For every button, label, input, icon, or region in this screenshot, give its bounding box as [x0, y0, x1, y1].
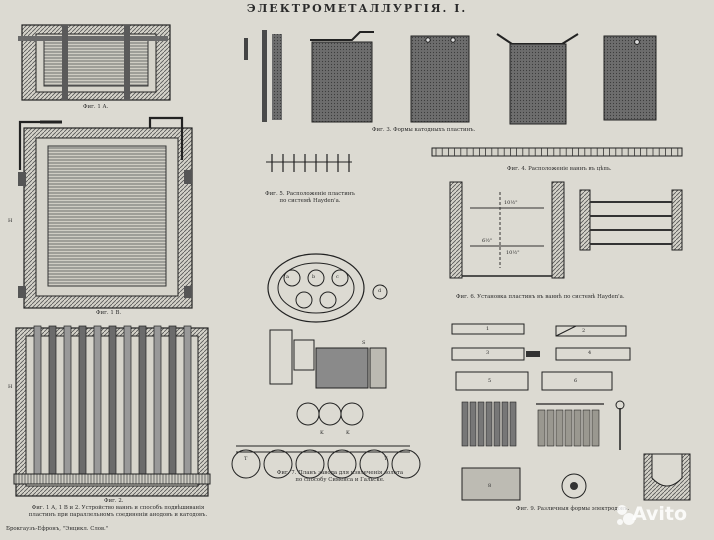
caption-fig12-line2: пластинъ при параллельномъ соединеніи ан…: [28, 512, 208, 518]
fig7-tank: [391, 449, 421, 479]
label-key-s: S: [362, 340, 366, 346]
fig3-drawing: [244, 30, 657, 125]
label-num-6: 6: [574, 378, 578, 384]
publisher-imprint: Брокгаузъ-Ефронъ, "Энцикл. Слов.": [6, 526, 109, 532]
label-num-8: 8: [488, 483, 492, 489]
fig2-plate: [33, 325, 42, 477]
fig6-drawing: [449, 181, 683, 279]
caption-fig4: Фиг. 4. Расположеніе ваннъ въ цѣпь.: [507, 166, 612, 172]
fig9-comb-tooth: [509, 401, 517, 447]
fig2-plate: [138, 325, 147, 477]
fig1a-drawing: [18, 24, 171, 101]
label-key-k1: K: [320, 430, 324, 436]
label-key-k2: K: [346, 430, 350, 436]
fig9-comb-tooth: [461, 401, 469, 447]
caption-fig5-line1: Фиг. 5. Расположеніе пластинъ: [265, 191, 355, 197]
fig2-plate: [168, 325, 177, 477]
fig9-comb-tooth: [537, 409, 546, 447]
fig7-drawing: [231, 253, 421, 479]
fig7-tank: [295, 449, 325, 479]
label-key-d: d: [378, 288, 382, 294]
watermark-text: Avito: [632, 503, 688, 525]
fig2-plate: [108, 325, 117, 477]
fig9-comb-tooth: [501, 401, 509, 447]
label-key-t1: T: [244, 456, 248, 462]
fig9-comb-tooth: [582, 409, 591, 447]
label-dim-3: 10½": [506, 250, 520, 256]
label-H-fig2: H: [8, 384, 13, 390]
caption-fig6: Фиг. 6. Установка пластинъ въ ваннѣ по с…: [456, 294, 625, 300]
fig9-comb-tooth: [546, 409, 555, 447]
fig9-comb-tooth: [469, 401, 477, 447]
fig9-comb-tooth: [477, 401, 485, 447]
fig9-comb-tooth: [555, 409, 564, 447]
fig2-drawing: [13, 325, 211, 497]
label-num-3: 3: [486, 350, 490, 356]
fig7-tank: [327, 449, 357, 479]
fig9-comb-tooth: [485, 401, 493, 447]
fig9-drawing: [451, 323, 691, 501]
label-dim-1: 10½": [504, 200, 518, 206]
label-num-1: 1: [486, 326, 490, 332]
label-num-5: 5: [488, 378, 492, 384]
caption-fig5-line2: по системѣ Hayden'a.: [279, 198, 341, 204]
fig2-plate: [93, 325, 102, 477]
label-key-a: a: [286, 274, 289, 280]
fig7-tank: [359, 449, 389, 479]
plate-title: ЭЛЕКТРОМЕТАЛЛУРГІЯ. I.: [246, 2, 468, 15]
fig9-comb-tooth: [564, 409, 573, 447]
fig7-tank: [231, 449, 261, 479]
fig2-plate: [123, 325, 132, 477]
fig2-plate: [153, 325, 162, 477]
caption-fig12-line1: Фиг. 1 А, 1 В и 2. Устройство ваннъ и сп…: [31, 505, 205, 511]
label-key-c: c: [336, 274, 339, 280]
label-key-t2: T: [384, 456, 388, 462]
caption-fig1a: Фиг. 1 А.: [83, 104, 109, 110]
caption-fig3: Фиг. 3. Формы катодныхъ пластинъ.: [372, 127, 476, 133]
fig9-comb-tooth: [573, 409, 582, 447]
label-H-fig1b: H: [8, 218, 13, 224]
caption-fig1b: Фиг. 1 В.: [96, 310, 122, 316]
fig2-plate: [48, 325, 57, 477]
fig9-comb-tooth: [591, 409, 600, 447]
fig1b-drawing: [18, 116, 193, 309]
caption-fig7-line1: Фиг. 7. Планъ завода для извлеченія золо…: [276, 470, 404, 476]
label-num-2: 2: [582, 328, 586, 334]
fig2-plate: [78, 325, 87, 477]
fig7-tank: [263, 449, 293, 479]
fig2-plate: [183, 325, 192, 477]
caption-fig9: Фиг. 9. Различныя формы электродовъ.: [516, 506, 630, 512]
fig2-plate: [63, 325, 72, 477]
label-key-b: b: [312, 274, 316, 280]
label-dim-2: 6½": [482, 238, 493, 244]
fig4-drawing: [431, 147, 683, 157]
caption-fig7-line2: по способу Сименса и Гальске.: [295, 477, 385, 483]
fig9-comb-tooth: [493, 401, 501, 447]
fig5-drawing: [266, 154, 352, 172]
caption-fig2: Фиг. 2.: [104, 498, 124, 504]
label-num-4: 4: [588, 350, 592, 356]
avito-logo-icon: [617, 505, 635, 525]
